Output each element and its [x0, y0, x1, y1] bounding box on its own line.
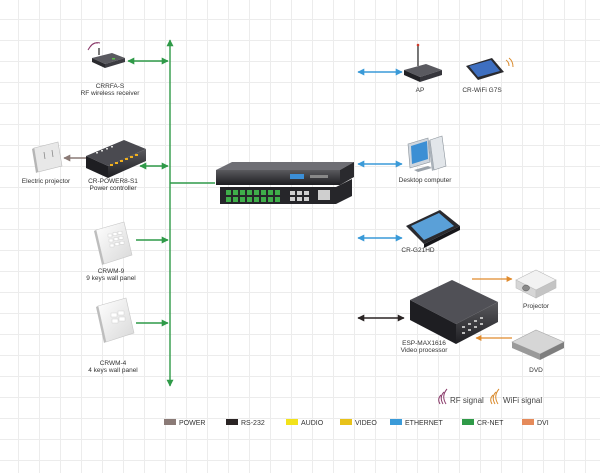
legend-swatch-video: [340, 419, 352, 425]
wifi-panel-icon: [466, 57, 514, 80]
touch-panel-icon: [406, 210, 460, 248]
rf-signal-label: RF signal: [450, 396, 484, 405]
legend-swatch-audio: [286, 419, 298, 425]
wall-panel-9-desc: 9 keys wall panel: [86, 275, 136, 282]
video-processor-desc: Video processor: [401, 347, 449, 354]
legend-swatch-dvi: [522, 419, 534, 425]
cable-legend: POWER RS-232 AUDIO VIDEO ETHERNET CR-NET DVI: [164, 419, 549, 427]
legend-swatch-cr-net: [462, 419, 474, 425]
rf-signal-icon: [438, 388, 448, 405]
desktop-computer-icon: [407, 135, 447, 172]
legend-swatch-ethernet: [390, 419, 402, 425]
rf-receiver-desc: RF wireless receiver: [81, 90, 141, 97]
ap-name: AP: [416, 87, 425, 94]
power-controller-name: CR-POWER8-S1: [88, 178, 138, 185]
power-controller-desc: Power controller: [90, 185, 138, 192]
legend-label-audio: AUDIO: [301, 420, 324, 427]
wifi-signal-label: WiFi signal: [503, 396, 542, 405]
ap-icon: [404, 43, 442, 82]
rf-receiver-icon: [87, 42, 125, 68]
wall-panel-4-desc: 4 keys wall panel: [88, 367, 138, 374]
desktop-name: Desktop computer: [399, 177, 453, 184]
wall-panel-9-name: CRWM-9: [98, 268, 125, 275]
rf-receiver-name: CRRFA-S: [96, 83, 125, 90]
touch-panel-name: CR-G21HD: [401, 247, 435, 254]
wifi-panel-name: CR-WiFi G7S: [462, 87, 502, 94]
electric-projector-name: Electric projector: [22, 178, 71, 185]
legend-label-rs-232: RS-232: [241, 420, 265, 427]
power-controller-icon: [86, 140, 146, 178]
video-processor-icon: [410, 280, 498, 344]
legend-label-ethernet: ETHERNET: [405, 420, 443, 427]
video-processor-name: ESP-MAX1616: [402, 340, 446, 347]
projector-icon: [515, 269, 557, 299]
dvd-name: DVD: [529, 367, 543, 374]
wall-panel-4-name: CRWM-4: [100, 360, 127, 367]
legend-label-power: POWER: [179, 420, 205, 427]
legend-swatch-rs-232: [226, 419, 238, 425]
wall-panel-4-icon: [96, 297, 135, 343]
electric-projector-icon: [32, 141, 63, 173]
projector-name: Projector: [523, 303, 550, 310]
wall-panel-9-icon: [94, 221, 133, 265]
legend-label-cr-net: CR-NET: [477, 420, 504, 427]
legend-swatch-power: [164, 419, 176, 425]
legend-label-dvi: DVI: [537, 420, 549, 427]
legend-label-video: VIDEO: [355, 420, 377, 427]
wifi-signal-icon: [490, 388, 500, 405]
central-host-icon: [216, 162, 354, 204]
dvd-icon: [511, 329, 565, 360]
